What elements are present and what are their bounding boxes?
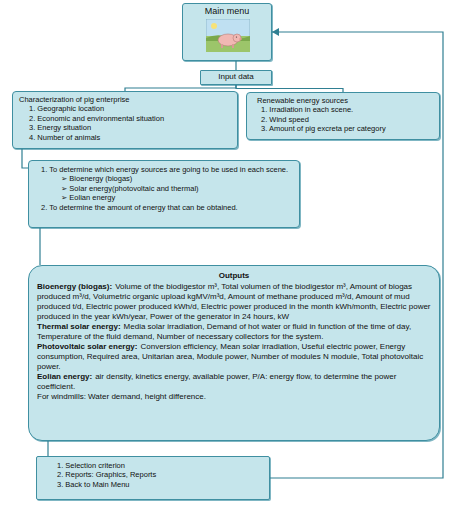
text-line: ➢ Bioenergy (biogas) — [35, 174, 293, 183]
body-text: 1. Selection criterion — [57, 461, 125, 470]
connector-line — [236, 85, 343, 92]
body-text: 4. Number of animals — [29, 133, 100, 142]
text-line: 1. Selection criterion — [43, 461, 263, 470]
body-text: 2. Wind speed — [261, 115, 309, 124]
text-line: 2. Reports: Graphics, Reports — [43, 470, 263, 479]
text-line: ➢ Solar energy(photovoltaic and thermal) — [35, 184, 293, 193]
body-text: 1. To determine which energy sources are… — [41, 165, 288, 174]
text-line: Renewable energy sources — [253, 96, 433, 105]
outputs-box: OutputsBioenergy (biogas):Volume of the … — [28, 265, 440, 441]
connector-line — [47, 441, 48, 456]
body-text: ➢ Eolian energy — [61, 193, 115, 202]
text-line: 3. Amount of pig excreta per category — [253, 124, 433, 133]
text-line: Outputs — [37, 271, 431, 281]
text-line: Main menu — [186, 6, 268, 17]
body-text: Renewable energy sources — [257, 96, 348, 105]
text-line: 1. Geographic location — [19, 104, 231, 113]
sources-box: Renewable energy sources1. Irradiation i… — [246, 92, 440, 140]
text-line: Input data — [203, 72, 269, 82]
pig-illustration — [206, 19, 250, 52]
body-text: 3. Back to Main Menu — [57, 480, 130, 489]
body-text: 1. Geographic location — [29, 104, 104, 113]
text-line: 1. Irradiation in each scene. — [253, 105, 433, 114]
menu-options-box: 1. Selection criterion2. Reports: Graphi… — [36, 456, 270, 500]
body-text: 1. Irradiation in each scene. — [261, 105, 353, 114]
text-line: 2. To determine the amount of energy tha… — [35, 203, 293, 212]
heading-text: Outputs — [219, 271, 250, 280]
text-line: 2. Wind speed — [253, 115, 433, 124]
body-text: Input data — [218, 72, 254, 81]
text-line: 4. Number of animals — [19, 133, 231, 142]
text-line: ➢ Eolian energy — [35, 193, 293, 202]
text-line: 3. Back to Main Menu — [43, 480, 263, 489]
heading-text: Eolian energy: — [37, 372, 92, 381]
text-line: Thermal solar energy:Media solar irradia… — [37, 322, 431, 342]
body-text: ➢ Bioenergy (biogas) — [61, 174, 132, 183]
text-line: For windmills: Water demand, height diff… — [37, 392, 431, 402]
input-box: Input data — [200, 70, 272, 85]
text-line: Characterization of pig enterprise — [19, 95, 231, 104]
text-line: 3. Energy situation — [19, 123, 231, 132]
body-text: 2. Reports: Graphics, Reports — [57, 470, 156, 479]
body-text: For windmills: Water demand, height diff… — [37, 392, 206, 401]
body-text: 3. Energy situation — [29, 123, 91, 132]
connector-line — [235, 61, 236, 70]
body-text: 2. To determine the amount of energy tha… — [41, 203, 238, 212]
body-text: Characterization of pig enterprise — [19, 95, 129, 104]
body-text: ➢ Solar energy(photovoltaic and thermal) — [61, 184, 199, 193]
connector-line — [39, 228, 40, 265]
process-box: 1. To determine which energy sources are… — [28, 160, 300, 228]
enterprise-box: Characterization of pig enterprise1. Geo… — [12, 91, 238, 149]
body-text: 2. Economic and environmental situation — [29, 114, 164, 123]
heading-text: Photovoltaic solar energy: — [37, 342, 137, 351]
text-line: 1. To determine which energy sources are… — [35, 165, 293, 174]
text-line: Eolian energy:air density, kinetics ener… — [37, 372, 431, 392]
text-line: 2. Economic and environmental situation — [19, 114, 231, 123]
heading-text: Thermal solar energy: — [37, 322, 121, 331]
body-text: 3. Amount of pig excreta per category — [261, 124, 386, 133]
text-line: Bioenergy (biogas):Volume of the biodige… — [37, 282, 431, 322]
heading-text: Bioenergy (biogas): — [37, 282, 112, 291]
text-line: Photovoltaic solar energy:Conversion eff… — [37, 342, 431, 372]
body-text: Main menu — [205, 6, 250, 16]
